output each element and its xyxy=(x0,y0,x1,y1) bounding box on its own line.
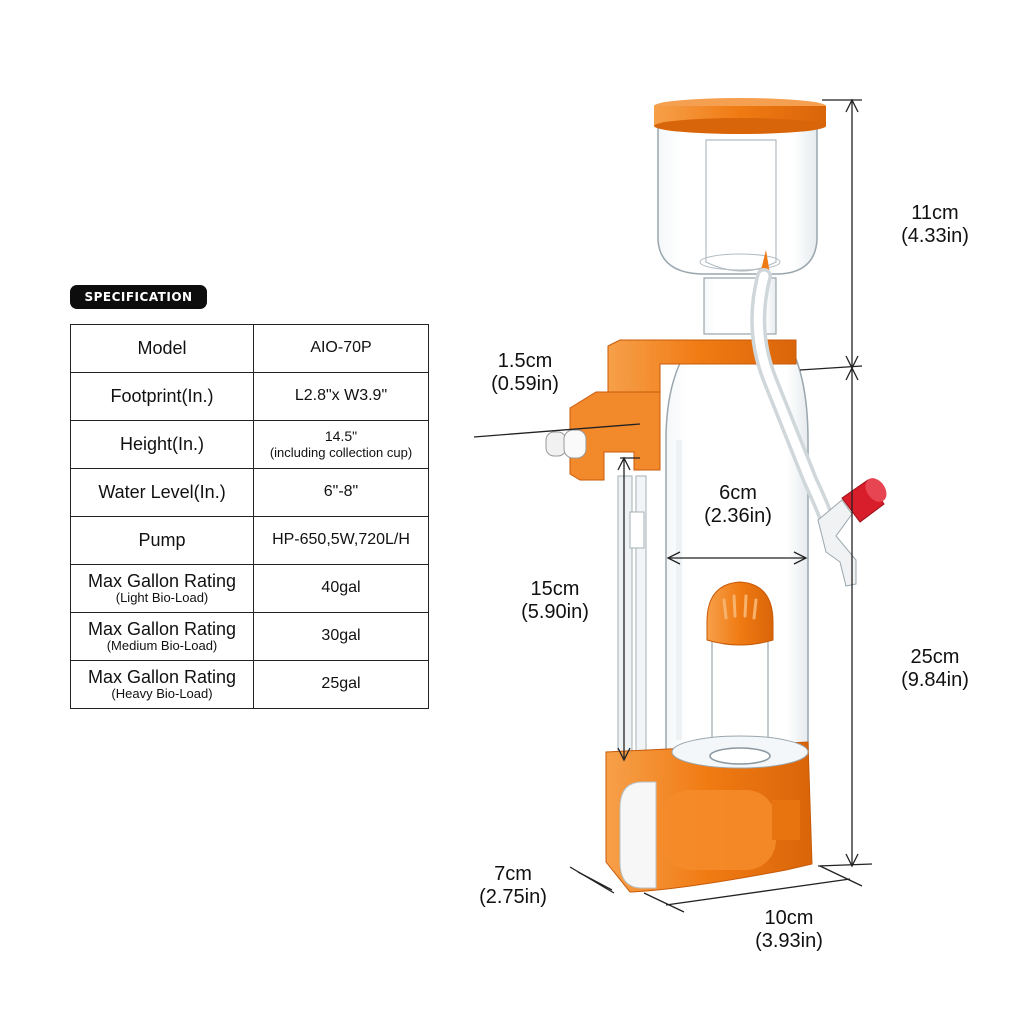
dimension-lines xyxy=(473,98,873,913)
spec-label: Footprint(In.) xyxy=(110,386,214,407)
tube-width-imperial: (2.36in) xyxy=(704,505,772,527)
depth-metric: 7cm xyxy=(494,863,532,885)
spec-value-cell: 40gal xyxy=(253,564,429,613)
specification-table: Model AIO-70P Footprint(In.) L2.8"x W3.9" He… xyxy=(70,324,429,709)
cup-height-label: 11cm (4.33in) xyxy=(880,202,990,248)
spec-value-cell: AIO-70P xyxy=(253,324,429,373)
spec-value-cell: 30gal xyxy=(253,612,429,661)
spec-row: Max Gallon Rating(Medium Bio-Load) 30gal xyxy=(70,612,429,661)
spec-value: AIO-70P xyxy=(310,339,372,357)
spec-label-cell: Max Gallon Rating(Light Bio-Load) xyxy=(70,564,254,613)
tube-width-metric: 6cm xyxy=(719,482,757,504)
spec-label: Max Gallon Rating xyxy=(87,619,237,640)
cup-height-metric: 11cm xyxy=(911,202,959,224)
spec-row: Model AIO-70P xyxy=(70,324,429,373)
spec-value: 25gal xyxy=(321,675,361,693)
spec-value-sub: (including collection cup) xyxy=(269,445,413,461)
return-pipe xyxy=(617,475,647,761)
spec-value: HP-650,5W,720L/H xyxy=(272,531,410,549)
spec-value: 6"-8" xyxy=(323,483,359,501)
body-height-imperial: (9.84in) xyxy=(901,669,969,691)
cup-height-imperial: (4.33in) xyxy=(901,225,969,247)
spec-label-sub: (Medium Bio-Load) xyxy=(106,638,218,654)
spec-row: Pump HP-650,5W,720L/H xyxy=(70,516,429,565)
spec-label: Water Level(In.) xyxy=(98,482,226,503)
spec-label-cell: Max Gallon Rating(Heavy Bio-Load) xyxy=(70,660,254,709)
spec-label-cell: Pump xyxy=(70,516,254,565)
collection-cup xyxy=(654,98,826,275)
tube-width-label: 6cm (2.36in) xyxy=(683,482,793,528)
spec-value: 14.5" xyxy=(324,428,358,445)
spec-value-cell: L2.8"x W3.9" xyxy=(253,372,429,421)
spec-label-cell: Water Level(In.) xyxy=(70,468,254,517)
bracket-imperial: (0.59in) xyxy=(491,373,559,395)
spec-value-cell: 6"-8" xyxy=(253,468,429,517)
spec-value: 40gal xyxy=(321,579,361,597)
spec-value: L2.8"x W3.9" xyxy=(294,387,388,405)
width-metric: 10cm xyxy=(764,907,814,929)
spec-label-cell: Height(In.) xyxy=(70,420,254,469)
spec-label: Height(In.) xyxy=(119,434,205,455)
spec-label: Pump xyxy=(138,530,186,551)
width-imperial: (3.93in) xyxy=(755,930,823,952)
bracket-label: 1.5cm (0.59in) xyxy=(470,350,580,396)
water-level-label: 15cm (5.90in) xyxy=(500,578,610,624)
spec-label-cell: Max Gallon Rating(Medium Bio-Load) xyxy=(70,612,254,661)
spec-value-cell: 14.5"(including collection cup) xyxy=(253,420,429,469)
spec-value-cell: 25gal xyxy=(253,660,429,709)
water-level-imperial: (5.90in) xyxy=(521,601,589,623)
internal-diffuser xyxy=(706,581,774,749)
pump-base xyxy=(605,735,813,893)
depth-label: 7cm (2.75in) xyxy=(458,863,568,909)
water-level-metric: 15cm xyxy=(530,578,580,600)
body-height-metric: 25cm xyxy=(910,646,960,668)
spec-row: Max Gallon Rating(Heavy Bio-Load) 25gal xyxy=(70,660,429,709)
specification-badge: SPECIFICATION xyxy=(70,285,207,309)
spec-row: Height(In.) 14.5"(including collection cu… xyxy=(70,420,429,469)
spec-label: Max Gallon Rating xyxy=(87,667,237,688)
width-label: 10cm (3.93in) xyxy=(734,907,844,953)
spec-label-sub: (Light Bio-Load) xyxy=(115,590,209,606)
bracket-metric: 1.5cm xyxy=(497,350,553,372)
spec-row: Water Level(In.) 6"-8" xyxy=(70,468,429,517)
body-height-label: 25cm (9.84in) xyxy=(880,646,990,692)
air-intake-hose xyxy=(750,268,887,587)
spec-value: 30gal xyxy=(321,627,361,645)
depth-imperial: (2.75in) xyxy=(479,886,547,908)
spec-row: Max Gallon Rating(Light Bio-Load) 40gal xyxy=(70,564,429,613)
spec-label-sub: (Heavy Bio-Load) xyxy=(111,686,213,702)
spec-label: Max Gallon Rating xyxy=(87,571,237,592)
spec-label: Model xyxy=(137,338,187,359)
